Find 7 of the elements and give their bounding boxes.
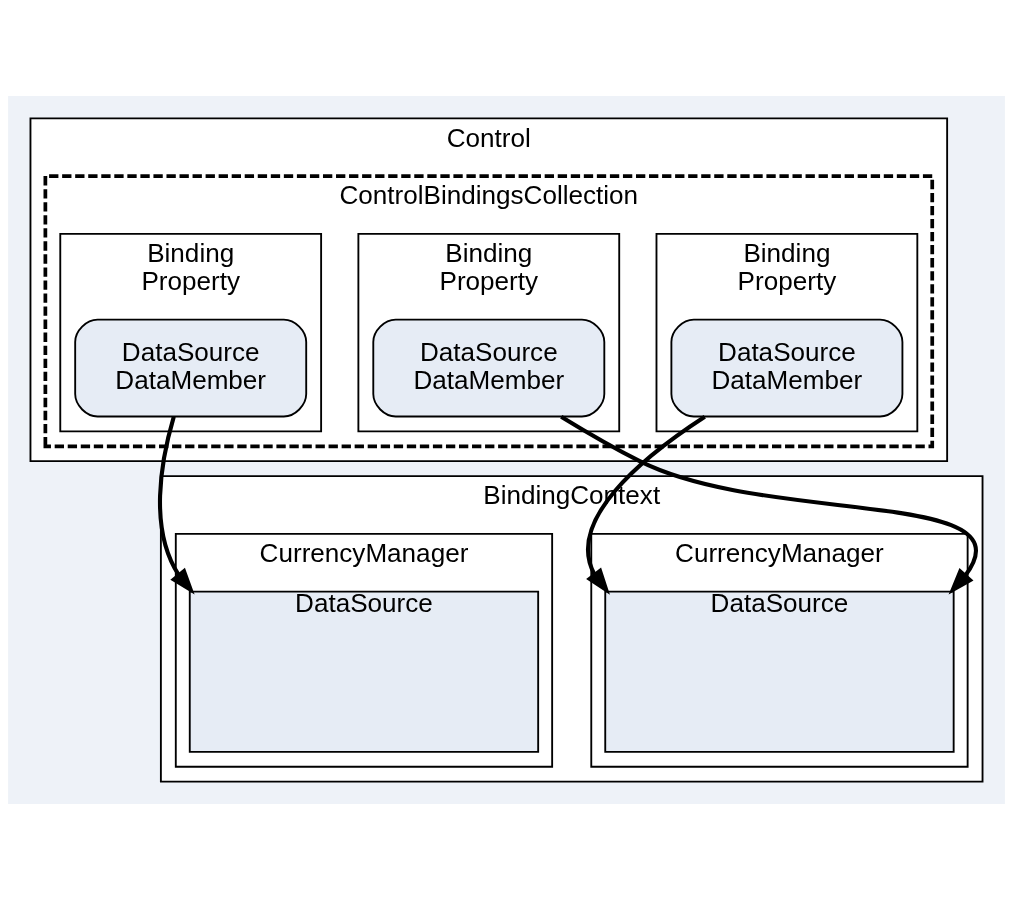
node-box: DataSource DataMember [372, 318, 606, 417]
node-box: DataSource DataMember [670, 318, 904, 417]
arrow [158, 415, 195, 595]
node-box: DataSource [188, 590, 540, 753]
node-box: DataSource [604, 590, 955, 753]
arrow [586, 414, 706, 595]
node-box: DataSource DataMember [74, 318, 308, 417]
